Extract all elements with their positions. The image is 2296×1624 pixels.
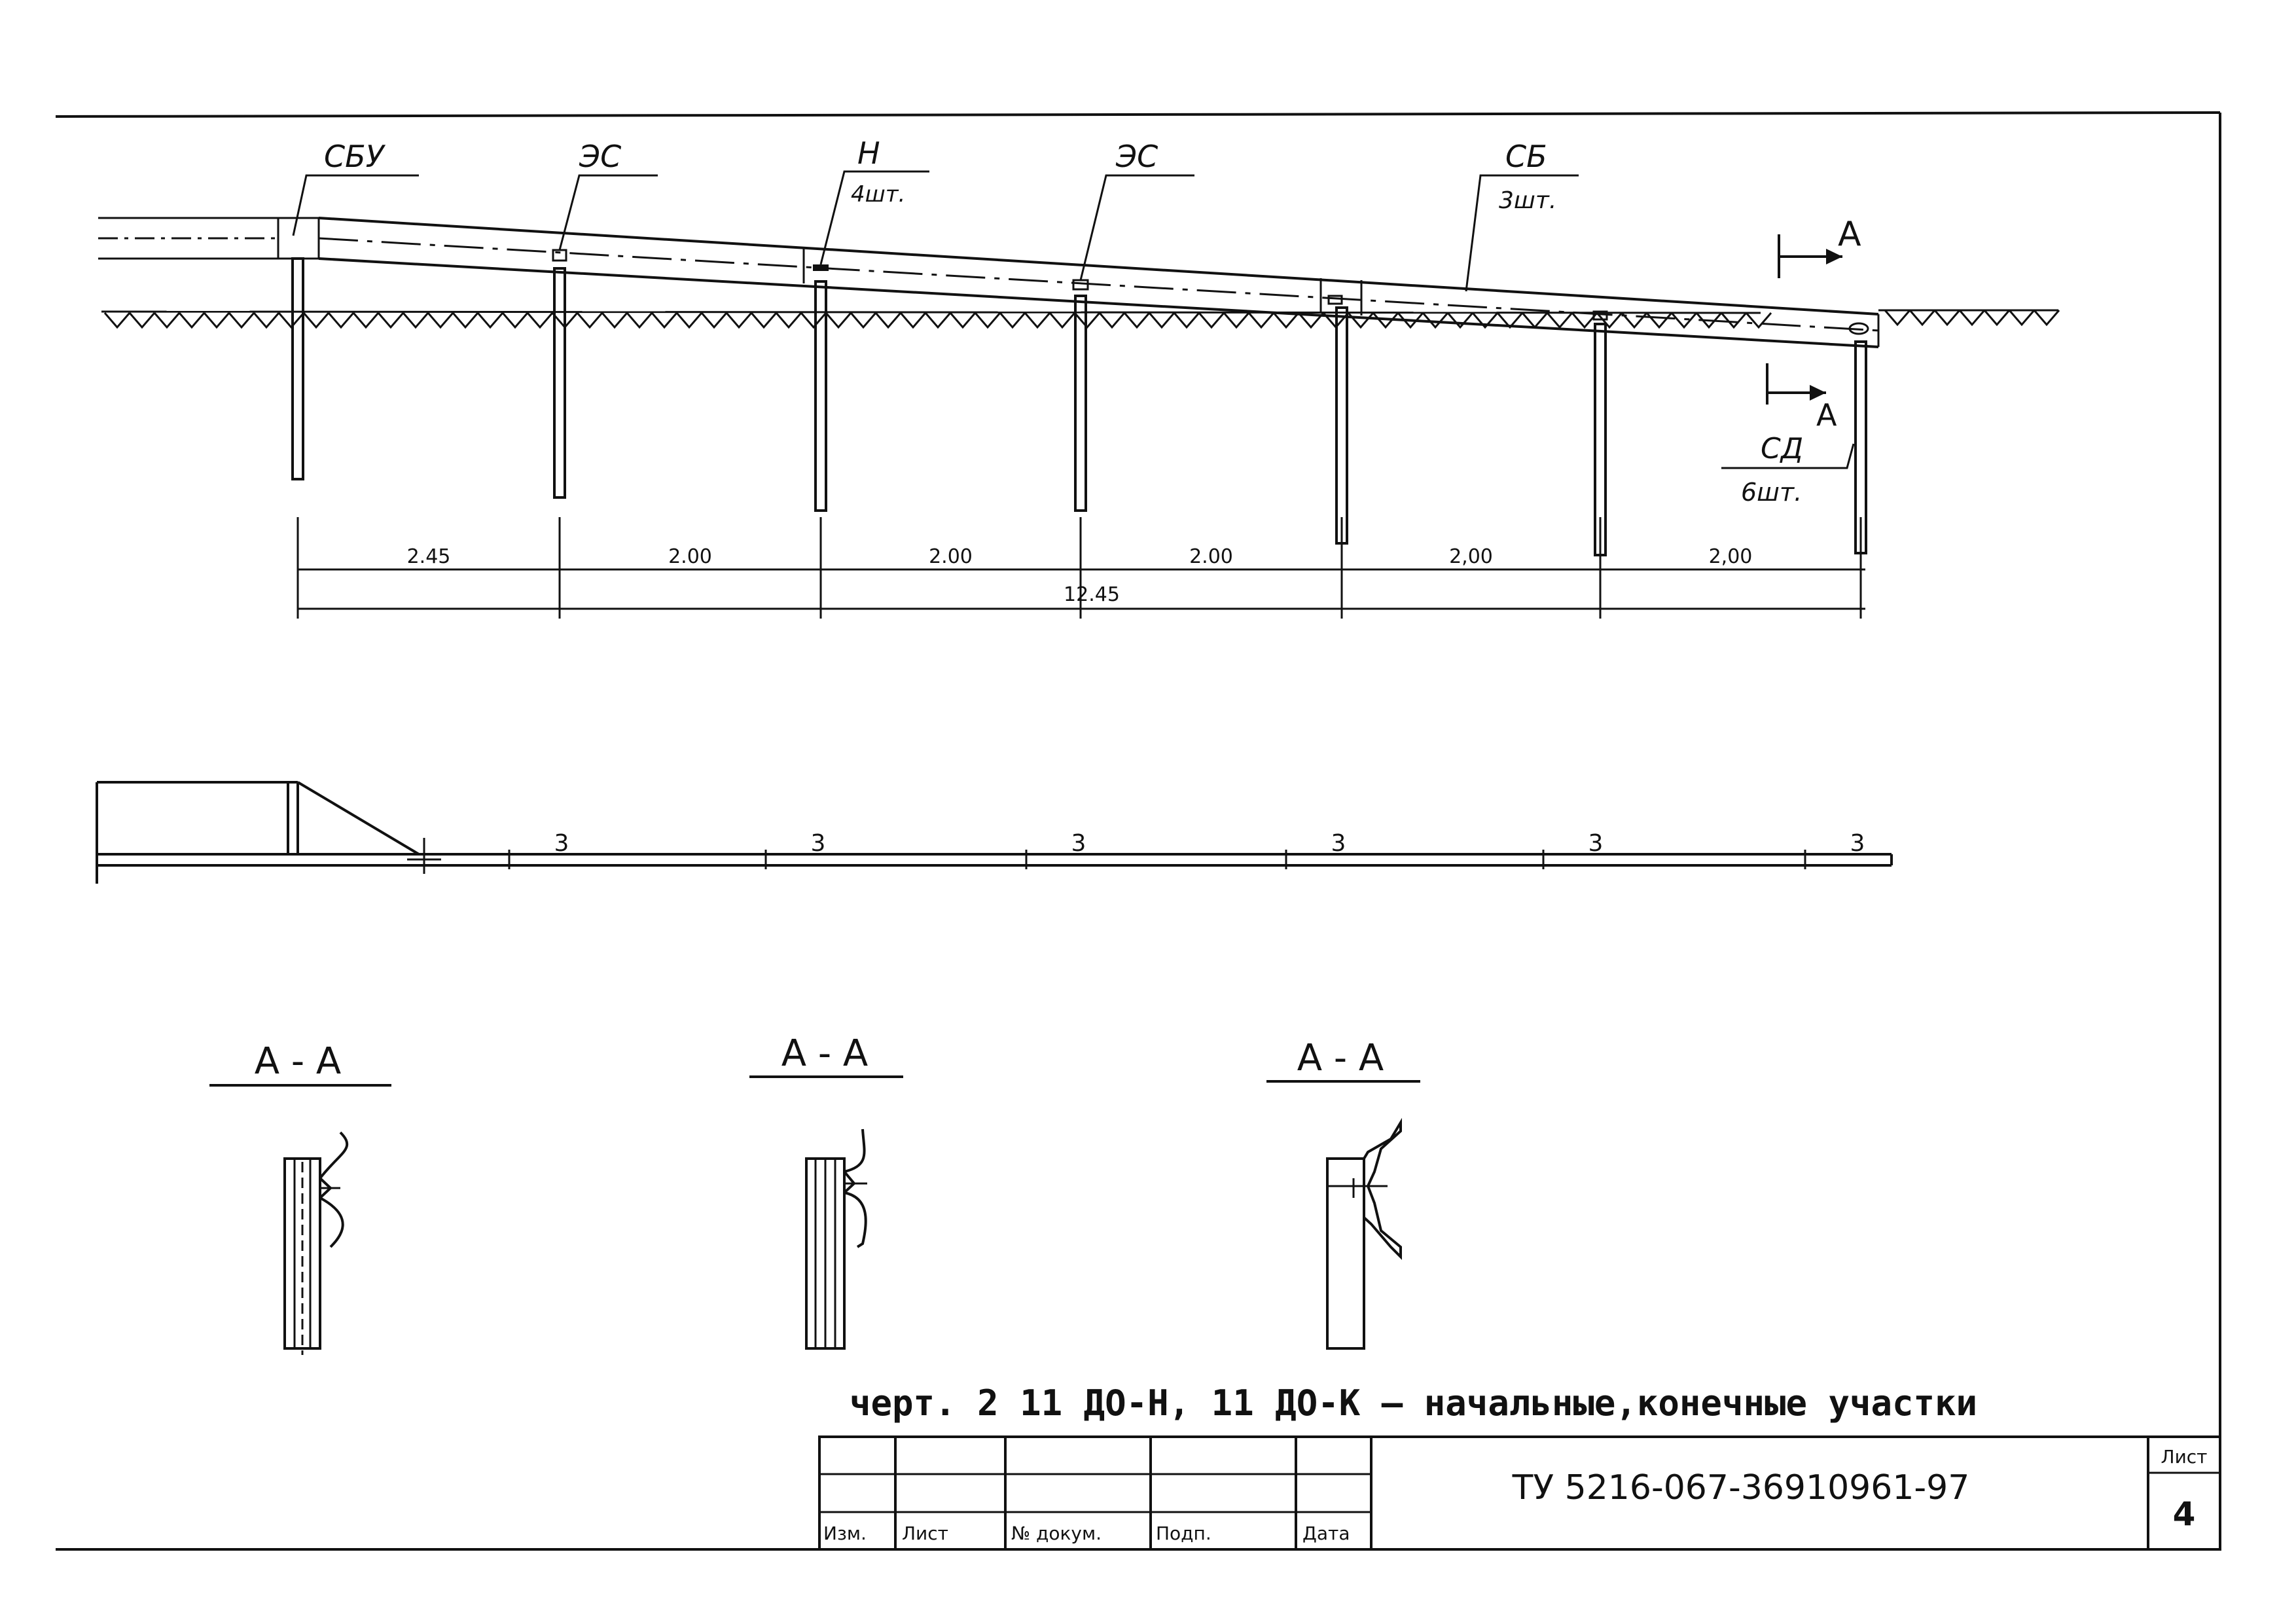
section-title-2: А - А <box>781 1032 868 1075</box>
title-block: Изм. Лист № докум. Подп. Дата ТУ 5216-06… <box>818 1435 2221 1551</box>
existing-barrier <box>98 217 320 260</box>
post <box>1335 306 1348 545</box>
plan-mark: 3 <box>1850 830 1865 857</box>
sloping-beam <box>318 217 1880 348</box>
elevation-view: СБУ ЭС Н 4шт. ЭС СБ 3шт. СД 6шт. А <box>98 135 2060 619</box>
section-title-3: А - А <box>1297 1037 1384 1079</box>
dim-span: 2,00 <box>1709 545 1753 568</box>
title-block-header-izm: Изм. <box>823 1523 867 1544</box>
post <box>814 280 827 512</box>
dim-total: 12.45 <box>1064 583 1120 606</box>
sheet-number: 4 <box>2173 1495 2196 1533</box>
sheet-label: Лист <box>2161 1446 2208 1468</box>
label-sb-qty: 3шт. <box>1499 187 1556 214</box>
section-mark-top: А <box>1838 215 1861 254</box>
plan-mark: 3 <box>1071 830 1086 857</box>
label-sb: СБ <box>1505 139 1547 174</box>
drawing-caption: черт. 2 11 ДО-Н, 11 ДО-К – начальные,кон… <box>850 1382 1977 1424</box>
plan-mark: 3 <box>811 830 826 857</box>
section-mark-bottom: А <box>1816 397 1837 433</box>
dim-span: 2.00 <box>1189 545 1233 568</box>
ground-line <box>101 309 2060 329</box>
label-sbu: СБУ <box>324 139 386 174</box>
label-es-2: ЭС <box>1115 139 1158 174</box>
label-sd: СД <box>1761 432 1803 465</box>
post <box>553 267 566 499</box>
posts <box>291 257 1867 556</box>
section-aa-1: А - А <box>209 1040 391 1355</box>
title-block-header-date: Дата <box>1302 1523 1350 1544</box>
plan-mark: 3 <box>1588 830 1604 857</box>
post <box>1074 295 1087 512</box>
title-block-header-sign: Подп. <box>1156 1523 1211 1544</box>
section-aa-3: А - А <box>1266 1037 1420 1350</box>
dim-span: 2.45 <box>407 545 451 568</box>
dim-span: 2.00 <box>668 545 712 568</box>
dimension-chain: 12.45 2.45 2.00 2.00 2.00 2,00 2,00 <box>296 517 1865 619</box>
plan-view: 3 3 3 3 3 3 <box>96 781 1893 884</box>
plan-marks: 3 3 3 3 3 3 <box>508 830 1865 869</box>
title-block-header-doc: № докум. <box>1011 1523 1102 1544</box>
label-n-qty: 4шт. <box>851 181 905 208</box>
label-n: Н <box>857 135 880 171</box>
title-block-header-list: Лист <box>902 1523 948 1544</box>
label-es-1: ЭС <box>579 139 621 174</box>
callouts: СБУ ЭС Н 4шт. ЭС СБ 3шт. СД 6шт. <box>292 135 1855 507</box>
plan-mark: 3 <box>554 830 569 857</box>
post <box>291 257 304 480</box>
label-sd-qty: 6шт. <box>1741 478 1802 507</box>
dim-span: 2.00 <box>929 545 973 568</box>
section-title-1: А - А <box>255 1040 341 1083</box>
document-code: ТУ 5216-067-36910961-97 <box>1512 1468 1970 1507</box>
plan-mark: 3 <box>1331 830 1346 857</box>
section-cut-marks: А А <box>1766 215 1861 433</box>
dim-span: 2,00 <box>1449 545 1493 568</box>
section-aa-2: А - А <box>749 1032 903 1350</box>
